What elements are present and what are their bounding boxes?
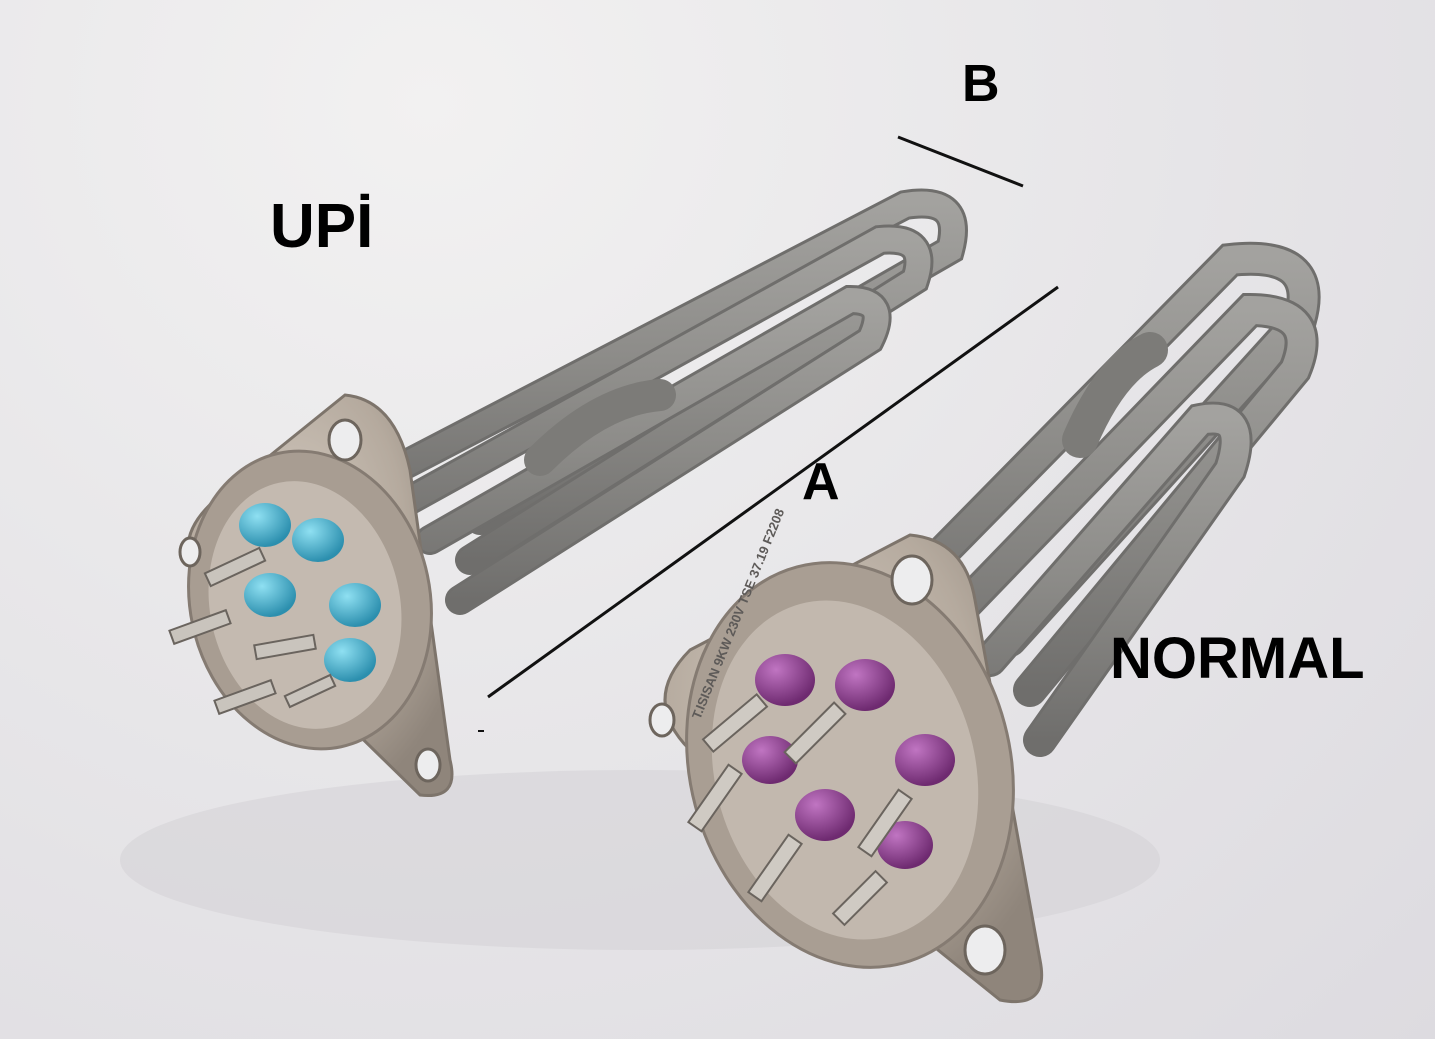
mounting-hole bbox=[414, 747, 442, 783]
upi-heater-tubes bbox=[380, 188, 968, 615]
label-a: A bbox=[802, 453, 840, 511]
mounting-hole bbox=[648, 702, 676, 738]
upi-terminals bbox=[168, 503, 381, 716]
dimension-line-b bbox=[897, 135, 1024, 188]
dimension-line-a bbox=[487, 285, 1059, 699]
mounting-hole bbox=[963, 924, 1007, 976]
label-b: B bbox=[962, 55, 1000, 113]
mounting-hole bbox=[327, 418, 363, 462]
mounting-hole bbox=[178, 536, 202, 568]
normal-heater-tubes bbox=[918, 241, 1321, 757]
label-normal: NORMAL bbox=[1110, 626, 1365, 691]
normal-terminals bbox=[686, 654, 955, 927]
label-upi: UPİ bbox=[270, 192, 374, 261]
mounting-hole bbox=[890, 554, 934, 606]
